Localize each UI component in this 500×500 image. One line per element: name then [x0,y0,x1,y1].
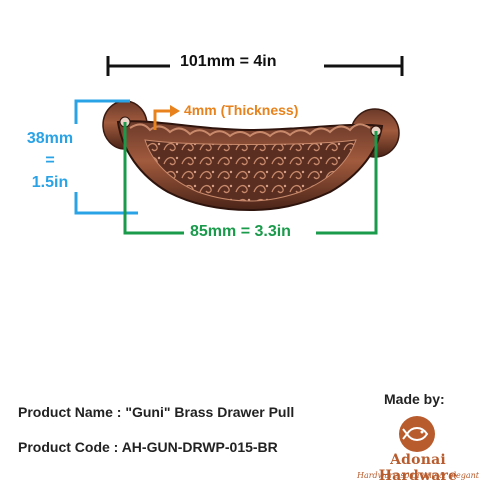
hole-spacing-label: 85mm = 3.3in [190,223,291,240]
brand-tagline: Hardware so divine & elegant [356,471,479,480]
height-label-line: 1.5in [31,174,69,191]
product-name: Product Name : "Guni" Brass Drawer Pull [18,404,295,420]
brand-name: Adonai Hardware [378,452,458,484]
height-dimension [74,99,138,215]
brand-logo: Adonai Hardware Hardware so divine & ele… [356,416,480,494]
made-by-label: Made by: [384,391,445,407]
width-dimension [106,56,404,76]
height-label: 38mm = 1.5in [26,128,74,194]
fish-emblem-icon [402,427,429,441]
logo-emblem [399,416,435,452]
width-label: 101mm = 4in [180,53,277,70]
product-code: Product Code : AH-GUN-DRWP-015-BR [18,439,278,455]
thickness-label: 4mm (Thickness) [184,102,299,118]
drawer-pull-handle [102,100,400,212]
hole-spacing-dimension [123,122,378,235]
height-label-line: 38mm [26,130,74,147]
product-figure [74,56,404,235]
height-label-line: = [45,152,55,169]
thickness-dimension [153,105,180,130]
